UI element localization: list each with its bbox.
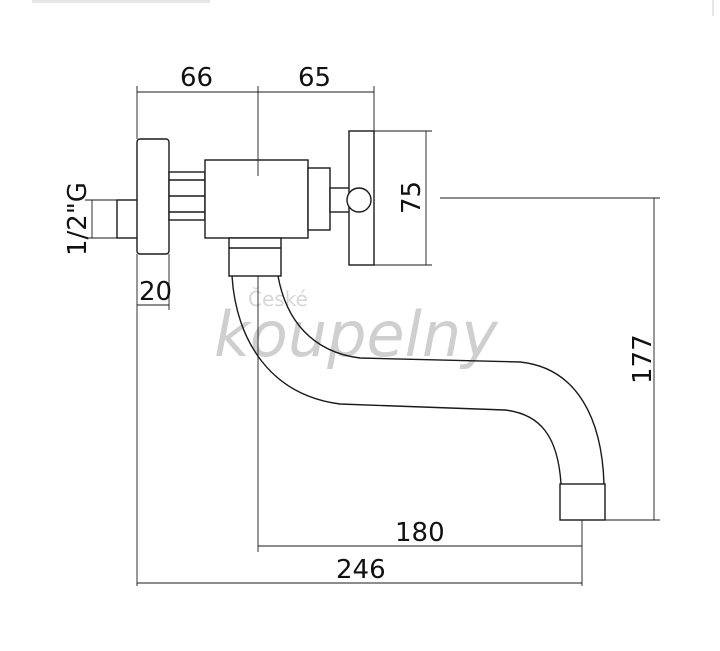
spout-swivel-connector xyxy=(228,237,282,277)
dim-overall-length: 246 xyxy=(336,555,386,585)
top-edge-bar xyxy=(32,0,210,3)
dim-spout-reach: 180 xyxy=(395,518,445,548)
dim-width-handle: 65 xyxy=(298,63,331,93)
dim-width-body: 66 xyxy=(180,63,213,93)
spout-aerator xyxy=(559,483,606,521)
top-right-edge-mark xyxy=(712,0,714,16)
inlet-thread-pipe xyxy=(116,199,140,239)
watermark-line2: koupelny xyxy=(214,298,499,371)
dim-thread-size: 1/2"G xyxy=(63,182,93,256)
valve-bonnet xyxy=(307,167,331,231)
dim-handle-height: 75 xyxy=(397,181,427,214)
wall-flange xyxy=(136,138,170,255)
handle-hub xyxy=(346,187,372,213)
spout-tube-outer xyxy=(231,275,562,485)
dim-spout-height: 177 xyxy=(628,334,658,384)
dim-flange-depth: 20 xyxy=(139,277,172,307)
spout-tube-inner xyxy=(277,275,605,485)
valve-body xyxy=(204,159,309,239)
